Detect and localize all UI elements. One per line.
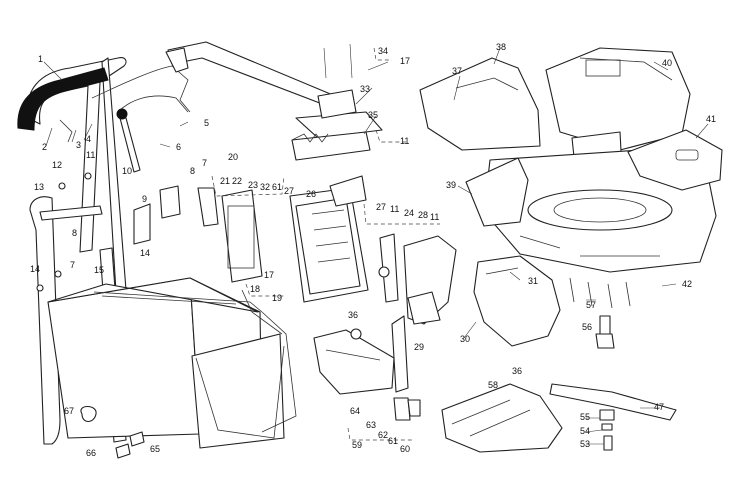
- callout-61b: 61: [388, 436, 398, 446]
- cable-grip-1: [17, 67, 109, 131]
- callout-17: 17: [400, 56, 410, 66]
- side-plate: [221, 189, 263, 283]
- callout-32: 32: [260, 182, 270, 192]
- callout-4: 4: [86, 134, 91, 144]
- callout-30: 30: [460, 334, 470, 344]
- callout-9: 9: [142, 194, 147, 204]
- callout-1: 1: [38, 54, 43, 64]
- callout-5: 5: [204, 118, 209, 128]
- blade: [549, 383, 677, 421]
- callout-28: 28: [418, 210, 428, 220]
- front-lift-handle: [165, 41, 341, 111]
- callout-34: 34: [378, 46, 388, 56]
- callout-55: 55: [580, 412, 590, 422]
- deck-cover: [627, 129, 723, 191]
- callout-8b: 8: [72, 228, 77, 238]
- callout-31: 31: [528, 276, 538, 286]
- callout-56: 56: [582, 322, 592, 332]
- callout-39: 39: [446, 180, 456, 190]
- callout-65: 65: [150, 444, 160, 454]
- callout-19: 19: [272, 293, 282, 303]
- callout-66: 66: [86, 448, 96, 458]
- bag-frame: [93, 289, 297, 439]
- bolts-row: [569, 277, 631, 309]
- callout-23: 23: [248, 180, 258, 190]
- engine: [545, 47, 691, 207]
- discharge-chute: [403, 235, 457, 325]
- mulch-plug: [473, 255, 561, 347]
- callout-53: 53: [580, 439, 590, 449]
- grass-bag: [47, 277, 285, 449]
- callout-26: 26: [306, 189, 316, 199]
- fasteners: [350, 266, 421, 421]
- rear-flap-cover: [291, 89, 383, 161]
- mulching-cover: [441, 383, 563, 453]
- callout-27b: 27: [376, 202, 386, 212]
- callout-63: 63: [366, 420, 376, 430]
- leader-lines: [43, 43, 709, 445]
- blade-adapter: [595, 315, 615, 349]
- callout-13: 13: [34, 182, 44, 192]
- callout-42: 42: [682, 279, 692, 289]
- callout-6: 6: [176, 142, 181, 152]
- callout-11c: 11: [390, 204, 399, 214]
- callout-64: 64: [350, 406, 360, 416]
- cable-guide: [59, 65, 191, 143]
- callout-29: 29: [414, 342, 424, 352]
- handle-bracket: [133, 185, 219, 245]
- callout-20: 20: [228, 152, 238, 162]
- control-cable: [116, 95, 189, 173]
- callout-labels: 1 2 3 4 5 6 7 7 8 8 9 10 11 11 11 11 12 …: [30, 42, 716, 458]
- small-parts-left: [36, 172, 145, 459]
- callout-11: 11: [86, 150, 95, 160]
- callout-36: 36: [348, 310, 358, 320]
- callout-7b: 7: [70, 260, 75, 270]
- engine-shroud: [419, 57, 541, 151]
- callout-61: 61: [272, 182, 282, 192]
- callout-14: 14: [30, 264, 40, 274]
- callout-57: 57: [586, 300, 596, 310]
- callout-37: 37: [452, 66, 462, 76]
- chute-spring: [291, 133, 409, 393]
- callout-15: 15: [94, 265, 104, 275]
- rear-deflector: [289, 175, 369, 303]
- callout-27: 27: [284, 186, 294, 196]
- callout-12: 12: [52, 160, 62, 170]
- callout-60: 60: [400, 444, 410, 454]
- callout-14b: 14: [140, 248, 150, 258]
- rear-skirt: [465, 157, 529, 227]
- callout-54: 54: [580, 426, 590, 436]
- callout-8: 8: [190, 166, 195, 176]
- callout-10: 10: [122, 166, 132, 176]
- callout-3: 3: [76, 140, 81, 150]
- callout-24: 24: [404, 208, 414, 218]
- callout-38: 38: [496, 42, 506, 52]
- callout-35: 35: [368, 110, 378, 120]
- callout-41: 41: [706, 114, 716, 124]
- callout-33: 33: [360, 84, 370, 94]
- side-discharge-chute: [313, 329, 395, 395]
- callout-36b: 36: [512, 366, 522, 376]
- callout-brackets: [211, 47, 440, 441]
- callout-11b: 11: [400, 136, 409, 146]
- callout-59: 59: [352, 440, 362, 450]
- callout-2: 2: [42, 142, 47, 152]
- blade-hardware: [599, 409, 615, 451]
- callout-47: 47: [654, 402, 664, 412]
- callout-22: 22: [232, 176, 242, 186]
- callout-18: 18: [250, 284, 260, 294]
- callout-58: 58: [488, 380, 498, 390]
- callout-67: 67: [64, 406, 74, 416]
- callout-17b: 17: [264, 270, 274, 280]
- callout-11d: 11: [430, 212, 439, 222]
- callout-21: 21: [220, 176, 230, 186]
- callout-40: 40: [662, 58, 672, 68]
- callout-7: 7: [202, 158, 207, 168]
- callout-62: 62: [378, 430, 388, 440]
